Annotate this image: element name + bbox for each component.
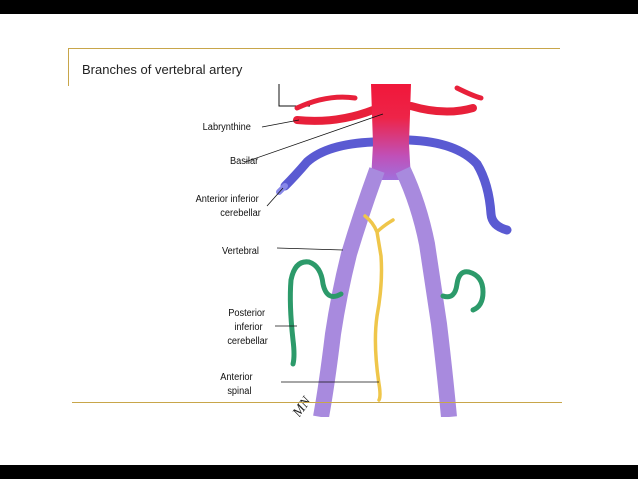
label-aica-line2: cerebellar: [220, 208, 261, 220]
label-pica-line1: Posterior: [228, 308, 266, 320]
pica-left: [287, 259, 344, 367]
vertebral-artery-right: [395, 166, 457, 417]
label-aica-line1: Anterior inferior: [196, 194, 260, 206]
labyrinthine-artery-right: [407, 102, 477, 116]
label-labyrinthine: Labrynthine: [203, 122, 252, 134]
aica-left: [280, 137, 378, 191]
upper-right-branch: [454, 85, 484, 101]
title-rule-left: [68, 48, 69, 86]
label-anterior-spinal-line1: Anterior: [220, 372, 253, 384]
aica-right: [404, 135, 512, 235]
label-pica-line3: cerebellar: [227, 336, 268, 348]
labyrinthine-artery-left: [293, 106, 377, 125]
slide-title: Branches of vertebral artery: [82, 62, 243, 77]
leader-labyrinthine: [261, 119, 300, 128]
bottom-rule: [72, 402, 562, 403]
basilar-artery: [371, 84, 411, 180]
pica-right: [440, 269, 486, 313]
title-rule: [68, 48, 560, 49]
label-anterior-spinal-line2: spinal: [227, 386, 251, 398]
vertebral-artery-diagram: Labrynthine Basilar Anterior inferior ce…: [127, 84, 555, 417]
artist-signature: MN: [290, 394, 315, 417]
label-vertebral: Vertebral: [222, 246, 259, 258]
leader-basilar: [244, 113, 384, 163]
upper-left-branch: [294, 94, 358, 111]
label-basilar: Basilar: [230, 156, 259, 168]
leader-aica: [266, 187, 284, 207]
anterior-spinal-artery: [363, 214, 395, 402]
slide: Branches of vertebral artery: [0, 14, 638, 465]
leader-vertebral: [276, 247, 344, 251]
label-pica-line2: inferior: [234, 322, 263, 334]
